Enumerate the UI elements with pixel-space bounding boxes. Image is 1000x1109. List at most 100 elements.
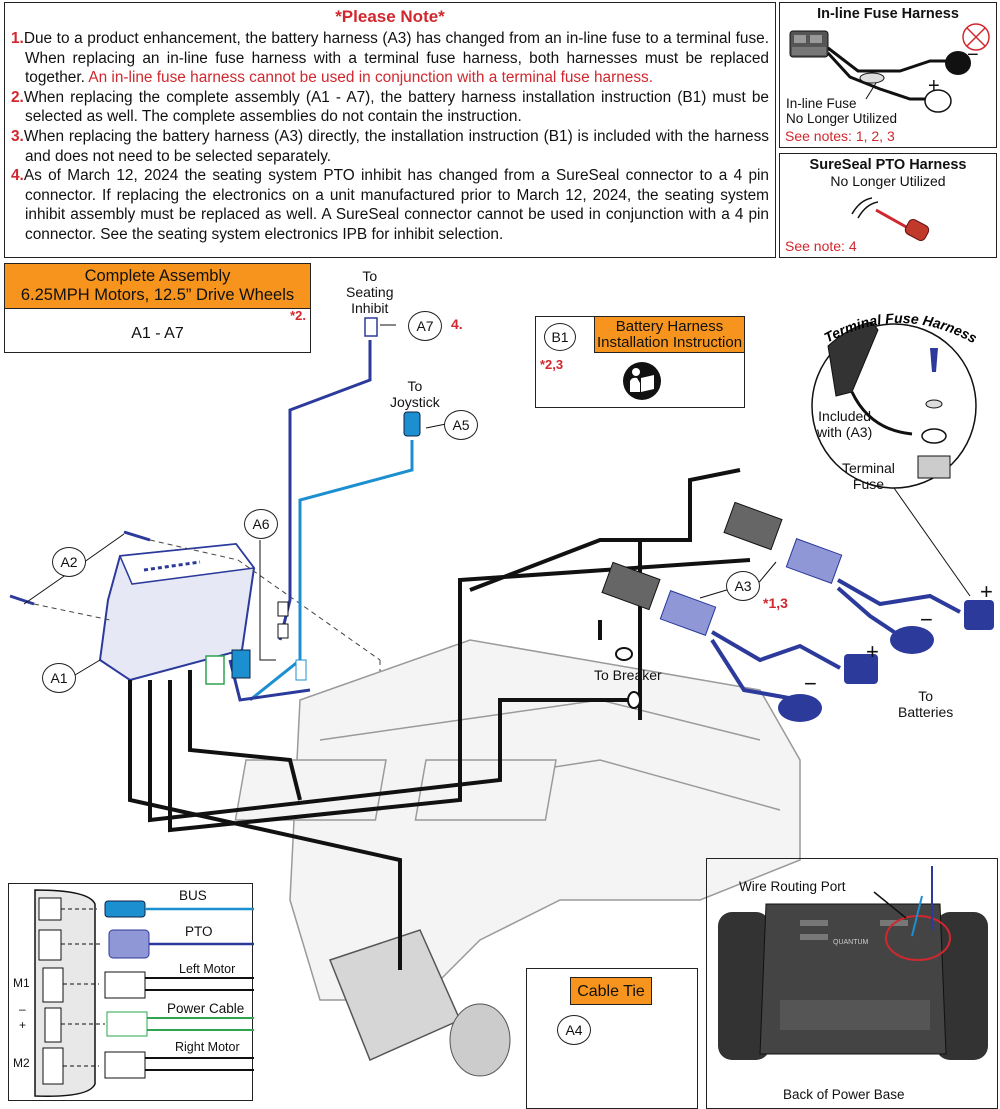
- a3-ref: *1,3: [763, 595, 788, 611]
- terminal-line2: Fuse: [852, 476, 885, 492]
- notes-panel: *Please Note* 1.Due to a product enhance…: [4, 2, 776, 258]
- positive-terminal-icon: [924, 89, 952, 113]
- b1-ref: *2,3: [540, 357, 564, 372]
- inset-left-motor-label: Left Motor: [179, 962, 236, 976]
- inset-plus-label: +: [19, 1018, 27, 1032]
- inline-fuse-label: In-line Fuse No Longer Utilized: [786, 96, 897, 126]
- callout-a5: A5: [444, 410, 478, 440]
- complete-assembly-header: Complete Assembly 6.25MPH Motors, 12.5” …: [5, 264, 310, 309]
- b1-header: Battery Harness Installation Instruction: [594, 317, 744, 353]
- callout-a6: A6: [244, 509, 278, 539]
- inline-plus-sign: +: [928, 75, 940, 97]
- note-2-number: 2.: [11, 88, 24, 106]
- to-seating-inhibit-label: To Seating Inhibit: [346, 268, 393, 316]
- note-1-number: 1.: [11, 30, 24, 47]
- inset-right-motor-label: Right Motor: [175, 1040, 240, 1054]
- controller-module: [98, 542, 256, 682]
- callout-a3: A3: [726, 571, 760, 601]
- inline-fuse-see-notes: See notes: 1, 2, 3: [785, 128, 895, 144]
- inline-fuse-panel: In-line Fuse Harness − + In-line Fuse No…: [779, 2, 997, 148]
- included-with-a3-label: Included with (A3): [817, 408, 872, 440]
- seating-connector-icon: [364, 317, 378, 337]
- plus-sign-2: +: [980, 579, 993, 604]
- terminal-fuse-detail: [811, 321, 977, 597]
- b1-instruction-box: B1 Battery Harness Installation Instruct…: [535, 316, 745, 408]
- included-line2: with (A3): [817, 424, 873, 440]
- read-manual-icon: [623, 362, 661, 400]
- pto-connector-icon: [108, 929, 254, 959]
- note-2-text: When replacing the complete assembly (A1…: [23, 88, 769, 126]
- inset-pto-label: PTO: [185, 924, 213, 939]
- batteries-line2: Batteries: [898, 704, 954, 720]
- complete-assembly-box: Complete Assembly 6.25MPH Motors, 12.5” …: [4, 263, 311, 353]
- note-4: 4.As of March 12, 2024 the seating syste…: [11, 166, 769, 244]
- callout-a2: A2: [52, 547, 86, 577]
- joystick-cable: [249, 440, 414, 702]
- minus-sign-2: −: [920, 607, 933, 632]
- sureseal-illustration: [851, 197, 930, 241]
- note-1-text: Due to a product enhancement, the batter…: [23, 30, 769, 87]
- terminal-fuse-title: Terminal Fuse Harness: [821, 310, 980, 346]
- sureseal-connector-icon: [904, 219, 930, 241]
- note-3-text: When replacing the battery harness (A3) …: [23, 127, 769, 165]
- notes-title: *Please Note*: [335, 7, 445, 26]
- inset-m1-label: M1: [13, 976, 30, 990]
- wire-routing-port-label: Wire Routing Port: [739, 879, 846, 894]
- power-cable-connector-icon: [106, 1011, 254, 1037]
- inline-fuse-title: In-line Fuse Harness: [817, 6, 959, 22]
- inline-minus-sign: −: [967, 44, 979, 66]
- to-batteries-label: To Batteries: [898, 688, 953, 720]
- included-line1: Included: [818, 408, 872, 424]
- inline-fuse-icon: [859, 72, 885, 84]
- note-2: 2.When replacing the complete assembly (…: [11, 88, 769, 127]
- to-joystick-label: To Joystick: [390, 378, 440, 410]
- connector-inset-drawing: [34, 889, 254, 1097]
- bus-connector-icon: [104, 900, 254, 918]
- negative-terminal-icon: [945, 51, 971, 75]
- joystick-line1: To: [407, 378, 423, 394]
- drive-motor: [329, 929, 511, 1077]
- back-of-power-base-caption: Back of Power Base: [783, 1087, 905, 1102]
- batteries-line1: To: [918, 688, 934, 704]
- connector-inset: BUS PTO Left Motor Power Cable Right Mot…: [8, 883, 254, 1101]
- callout-a1: A1: [42, 663, 76, 693]
- seating-line1: To: [362, 268, 378, 284]
- a7-ref: 4.: [451, 316, 463, 332]
- note-1-warning: An in-line fuse harness cannot be used i…: [88, 69, 653, 87]
- sureseal-title: SureSeal PTO Harness: [809, 157, 967, 173]
- minus-sign-1: −: [804, 671, 817, 696]
- note-4-number: 4.: [11, 167, 24, 185]
- right-motor-connector-icon: [104, 1051, 254, 1079]
- inset-minus-label: –: [19, 1002, 26, 1016]
- inline-fuse-label-line2: No Longer Utilized: [786, 111, 898, 126]
- complete-assembly-title: Complete Assembly: [84, 267, 231, 285]
- inline-fuse-label-line1: In-line Fuse: [786, 96, 857, 111]
- inset-bus-label: BUS: [179, 888, 207, 903]
- prohibited-icon: [962, 23, 990, 51]
- note-4-text: As of March 12, 2024 the seating system …: [23, 167, 769, 243]
- brand-badge: QUANTUM: [833, 939, 869, 946]
- cable-tie-title: Cable Tie: [570, 977, 652, 1005]
- cable-tie-box: Cable Tie A4: [526, 968, 698, 1109]
- callout-a7: A7: [408, 311, 442, 341]
- complete-assembly-range: A1 - A7: [131, 325, 184, 342]
- sureseal-panel: SureSeal PTO Harness No Longer Utilized …: [779, 153, 997, 258]
- b1-title-line1: Battery Harness: [615, 318, 724, 335]
- inset-m2-label: M2: [13, 1056, 30, 1070]
- left-motor-connector-icon: [104, 971, 254, 999]
- sureseal-see-note: See note: 4: [785, 238, 857, 254]
- complete-assembly-spec: 6.25MPH Motors, 12.5” Drive Wheels: [20, 286, 295, 304]
- terminal-line1: Terminal: [842, 460, 895, 476]
- seating-inhibit-cable: [278, 340, 372, 641]
- note-1: 1.Due to a product enhancement, the batt…: [11, 29, 769, 88]
- to-breaker-label: To Breaker: [594, 667, 662, 683]
- note-3-number: 3.: [11, 127, 24, 145]
- b1-title-line2: Installation Instruction: [596, 334, 743, 351]
- connector-icon: [789, 30, 829, 58]
- joystick-connector-icon: [403, 411, 421, 437]
- inset-power-cable-label: Power Cable: [167, 1001, 245, 1016]
- seating-line2: Seating: [346, 284, 394, 300]
- seating-line3: Inhibit: [351, 300, 389, 316]
- callout-a4: A4: [557, 1015, 591, 1045]
- sureseal-subtitle: No Longer Utilized: [830, 173, 946, 189]
